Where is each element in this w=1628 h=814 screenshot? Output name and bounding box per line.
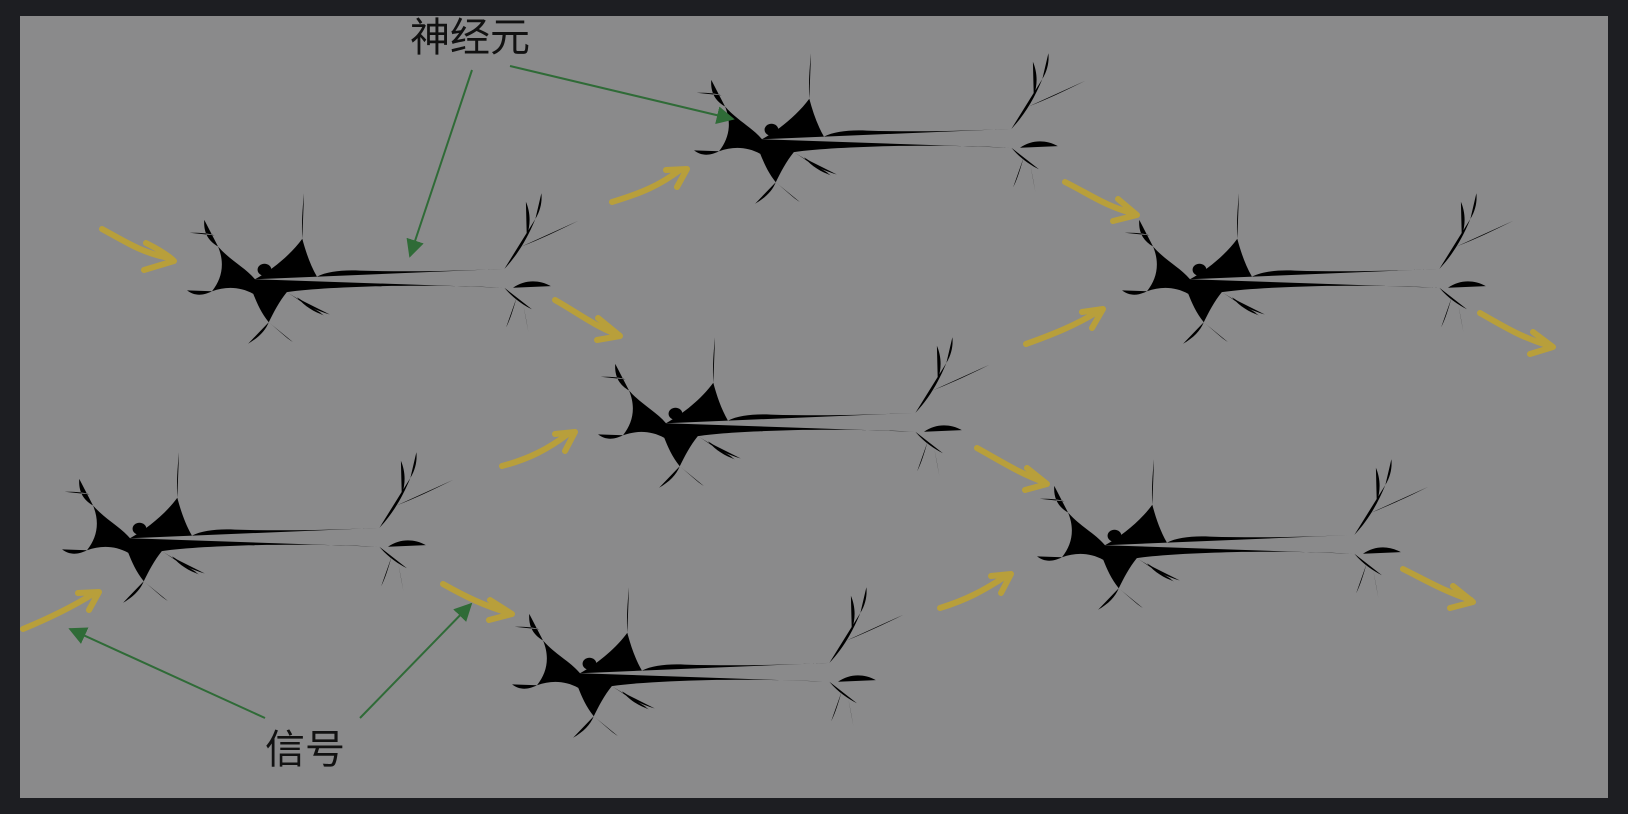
signal-arrow-1 bbox=[99, 226, 177, 273]
neuron-5 bbox=[62, 452, 454, 603]
signal-label: 信号 bbox=[265, 727, 345, 773]
neural-network-diagram: 神经元 信号 bbox=[20, 16, 1556, 773]
neuron-diagram-frame: 神经元 信号 bbox=[20, 16, 1608, 798]
neuron-4 bbox=[598, 337, 990, 488]
signal-arrow-9 bbox=[20, 589, 102, 632]
neuron-6 bbox=[512, 587, 904, 738]
neuron-7 bbox=[1037, 459, 1429, 610]
neuron-pointer-arrow-2 bbox=[406, 69, 473, 258]
neuron-label: 神经元 bbox=[410, 16, 530, 61]
signal-arrow-7 bbox=[499, 429, 578, 469]
signal-arrow-5 bbox=[1023, 306, 1106, 347]
signal-arrow-4 bbox=[1062, 179, 1140, 224]
signal-pointer-arrow-1 bbox=[68, 627, 266, 719]
signal-arrow-12 bbox=[1400, 566, 1476, 611]
signal-arrow-11 bbox=[937, 571, 1014, 611]
signal-arrow-10 bbox=[440, 581, 515, 623]
neuron-3 bbox=[1122, 193, 1514, 344]
neuron-1 bbox=[187, 193, 579, 344]
signal-pointer-arrow-2 bbox=[359, 602, 473, 719]
signal-arrow-8 bbox=[974, 445, 1050, 493]
signal-arrow-3 bbox=[552, 297, 623, 343]
signal-arrow-6 bbox=[1477, 310, 1556, 357]
neuron-pointer-arrow-1 bbox=[509, 65, 735, 125]
signal-arrow-2 bbox=[609, 166, 690, 205]
neuron-2 bbox=[694, 53, 1086, 204]
